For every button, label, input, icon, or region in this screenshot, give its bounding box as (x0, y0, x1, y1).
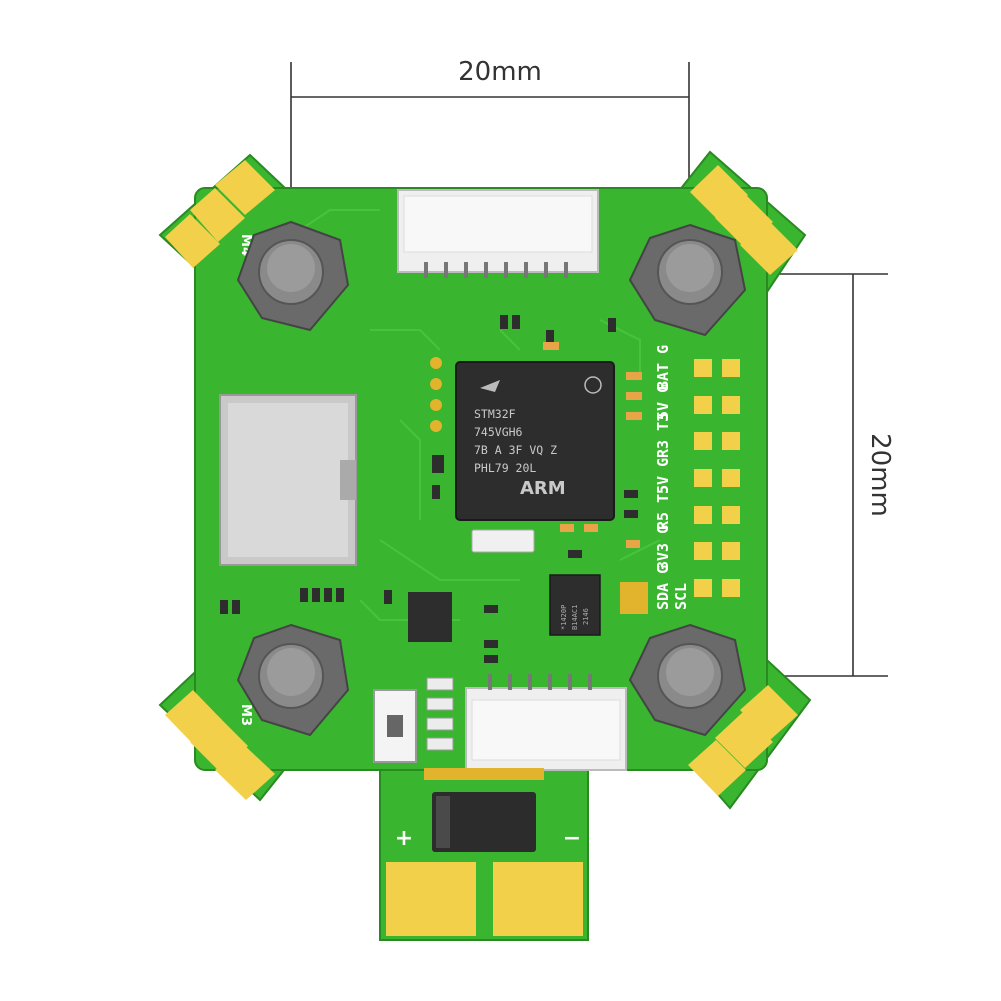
mcu-line4: PHL79 20L (474, 461, 536, 475)
bottom-connector (424, 674, 627, 780)
standoff-top-left (236, 220, 350, 332)
pad-label-sda-g: SDA G (654, 565, 672, 610)
mcu-line3: 7B A 3F VQ Z (474, 443, 557, 457)
pad-label-5v-g-2: 5V G (654, 458, 672, 494)
regulator-chip (408, 592, 452, 642)
imu-chip: *1420P B14AC1 2146 (549, 574, 601, 636)
dimension-horizontal-label: 20mm (458, 57, 542, 87)
dimension-vertical-label: 20mm (865, 433, 895, 517)
pad-label-r3-t3: R3 T3 (654, 413, 672, 458)
power-pad-minus (493, 862, 583, 936)
standoff-bottom-right (628, 623, 747, 737)
top-connector (397, 189, 599, 278)
svg-text:*1420P: *1420P (560, 605, 568, 630)
mcu-chip: STM32F 745VGH6 7B A 3F VQ Z PHL79 20L AR… (455, 361, 615, 521)
polarity-plus: + (395, 826, 413, 851)
diode-component (432, 792, 536, 852)
motor-pads-top-left (165, 160, 275, 268)
standoff-bottom-left (236, 623, 350, 737)
pad-label-scl: SCL (672, 583, 690, 610)
led-array (426, 677, 454, 751)
pad-label-bat-g: BAT G (654, 345, 672, 390)
motor-pads-bottom-left (165, 690, 275, 800)
motor-pads-top-right (690, 165, 798, 275)
motor-label-bottom-left: M3 (238, 704, 253, 726)
svg-text:2146: 2146 (582, 608, 590, 625)
crystal (471, 529, 535, 553)
motor-pads-bottom-right (688, 685, 798, 796)
power-tab: + − (379, 764, 589, 941)
boot-button (373, 689, 417, 763)
polarity-minus: − (563, 826, 581, 851)
tantalum-cap (620, 582, 648, 614)
via-holes (430, 357, 442, 432)
pad-labels: BAT G 5V G R3 T3 5V G R5 T5 3V3 G SDA G … (654, 345, 690, 610)
mcu-line1: STM32F (474, 407, 516, 421)
sd-card-slot (219, 394, 357, 566)
smd-components (220, 315, 638, 663)
power-pad-plus (386, 862, 476, 936)
pad-label-5v-g-1: 5V G (654, 384, 672, 420)
pad-label-r5-t5: R5 T5 (654, 485, 672, 530)
standoff-top-right (628, 223, 747, 337)
mcu-line2: 745VGH6 (474, 425, 523, 439)
signal-pad-grid (694, 359, 740, 597)
pad-label-3v3-g: 3V3 G (654, 525, 672, 570)
smd-orange-resistors (543, 342, 642, 548)
mcu-arm-logo: ARM (520, 478, 566, 499)
svg-text:B14AC1: B14AC1 (571, 605, 579, 630)
